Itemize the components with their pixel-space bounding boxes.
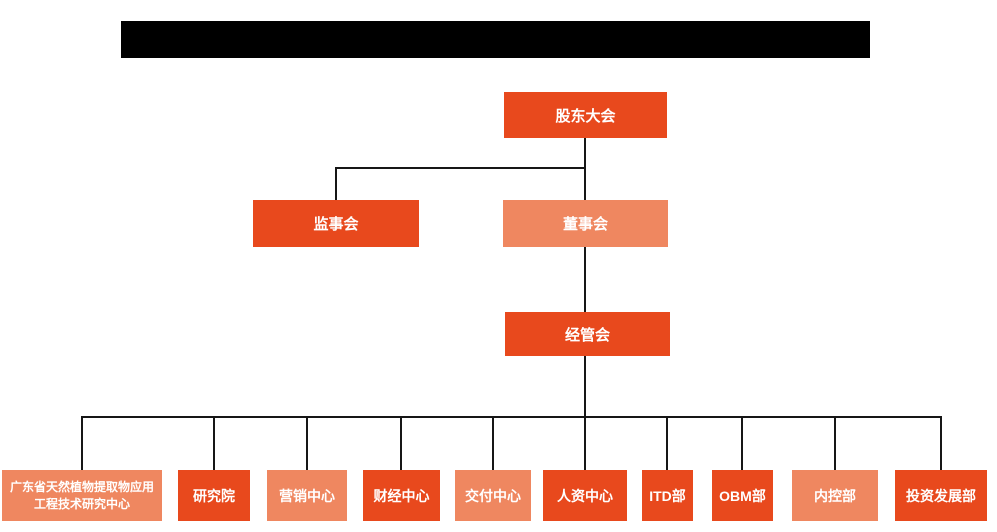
node-dept-obm: OBM部 [712, 470, 773, 521]
node-management-committee: 经管会 [505, 312, 670, 356]
connector-drop-9 [834, 416, 836, 470]
redacted-title-bar [121, 21, 870, 58]
node-dept-investment-development: 投资发展部 [895, 470, 987, 521]
connector-drop-10 [940, 416, 942, 470]
connector-drop-8 [741, 416, 743, 470]
node-dept-finance-center: 财经中心 [363, 470, 440, 521]
connector-to-supervisory [335, 167, 337, 200]
connector-drop-4 [400, 416, 402, 470]
node-board-of-directors: 董事会 [503, 200, 668, 247]
connector-drop-5 [492, 416, 494, 470]
connector-drop-1 [81, 416, 83, 470]
node-dept-internal-control: 内控部 [792, 470, 878, 521]
node-dept-marketing-center: 营销中心 [267, 470, 347, 521]
node-dept-research-institute: 研究院 [178, 470, 250, 521]
connector-drop-2 [213, 416, 215, 470]
connector-root-to-board [584, 138, 586, 200]
node-supervisory-board: 监事会 [253, 200, 419, 247]
connector-board-to-mgmt [584, 247, 586, 312]
connector-mgmt-to-bus [584, 356, 586, 417]
connector-drop-3 [306, 416, 308, 470]
connector-drop-7 [666, 416, 668, 470]
node-dept-research-center: 广东省天然植物提取物应用工程技术研究中心 [2, 470, 162, 521]
node-dept-hr-center: 人资中心 [543, 470, 627, 521]
connector-root-branch [335, 167, 586, 169]
connector-bus [81, 416, 942, 418]
node-dept-delivery-center: 交付中心 [455, 470, 531, 521]
node-shareholders-meeting: 股东大会 [504, 92, 667, 138]
connector-drop-6 [584, 416, 586, 470]
node-dept-itd: ITD部 [642, 470, 693, 521]
